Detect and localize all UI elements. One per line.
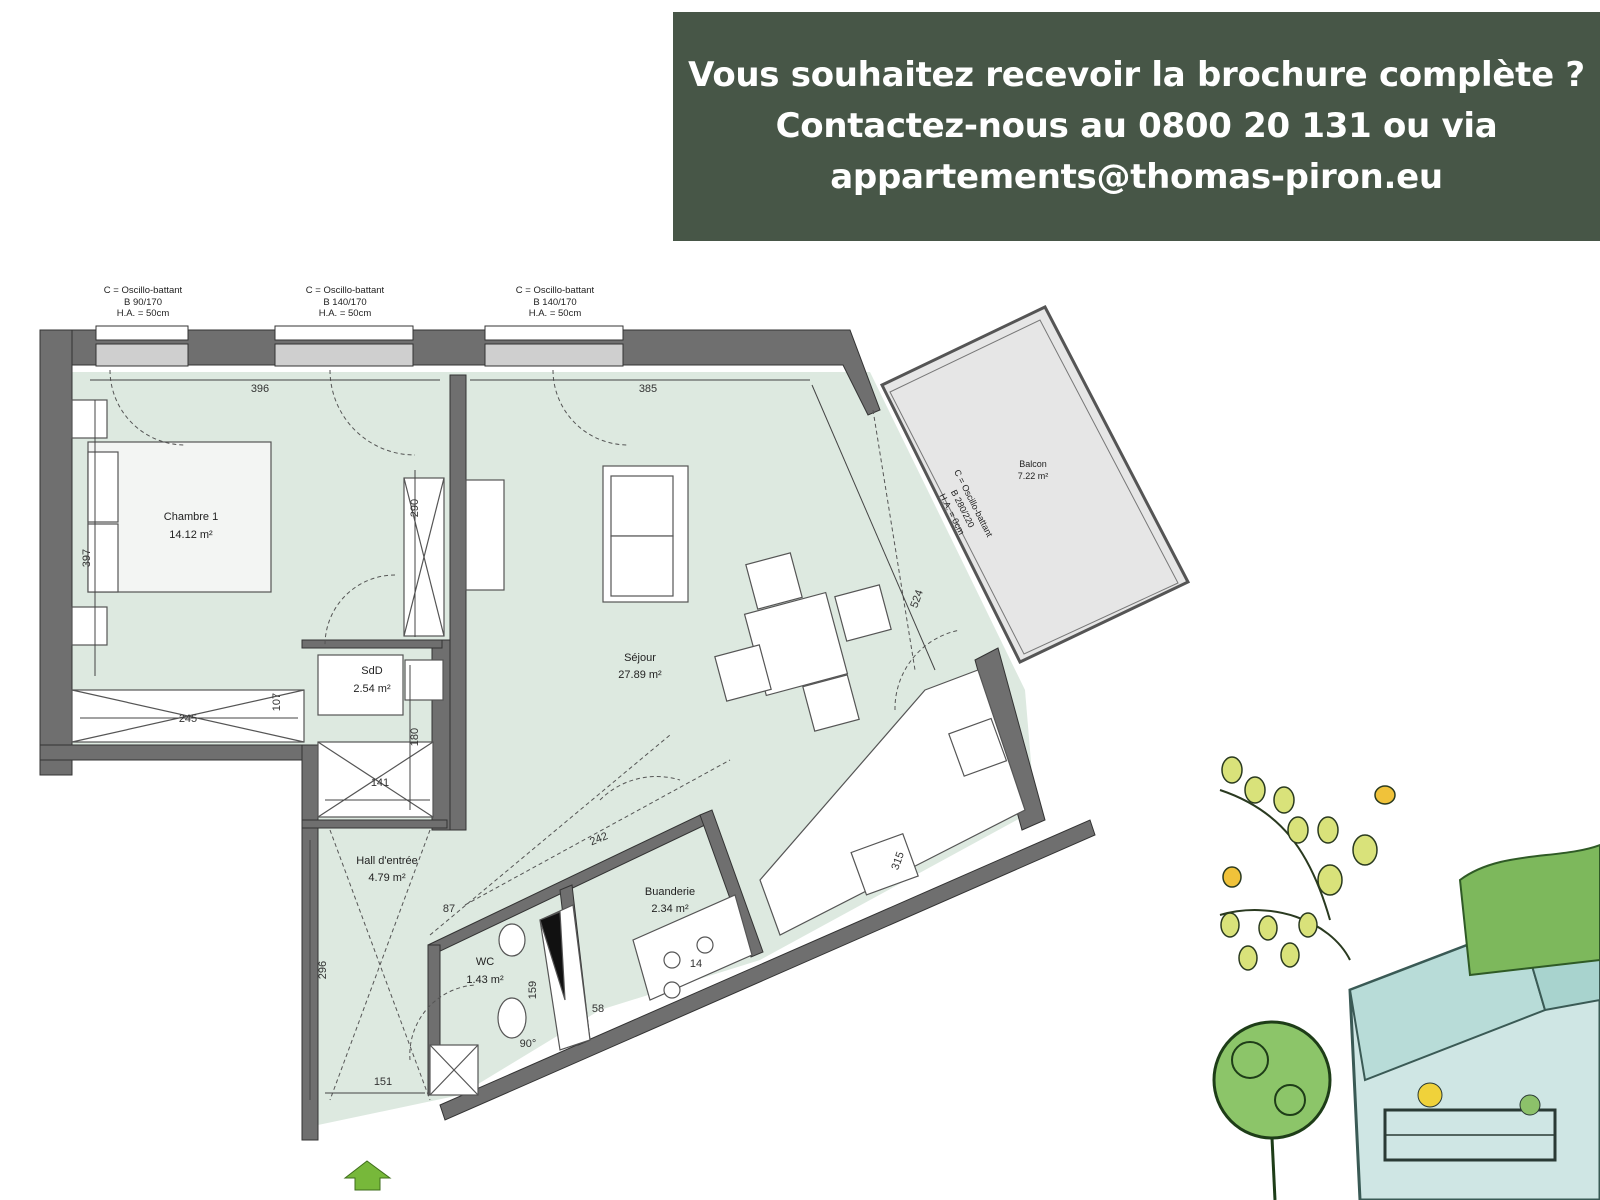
room-labels: Chambre 1 14.12 m² Séjour 27.89 m² Balco… (164, 459, 1048, 986)
dimension-lines (80, 379, 936, 1100)
room-wc-area: 1.43 m² (466, 974, 504, 986)
room-hall-area: 4.79 m² (368, 872, 406, 884)
window-annotations: C = Oscillo-battant B 90/170 H.A. = 50cm… (104, 285, 595, 319)
svg-text:159: 159 (527, 981, 539, 999)
svg-text:397: 397 (81, 549, 93, 567)
svg-text:296: 296 (317, 961, 329, 979)
balcony-rail (889, 319, 1179, 655)
svg-text:C = Oscillo-battant: C = Oscillo-battant (306, 285, 385, 296)
svg-text:385: 385 (639, 383, 657, 395)
room-sejour-name: Séjour (624, 652, 656, 664)
entry-arrow-icon (343, 1160, 392, 1191)
svg-text:87: 87 (443, 903, 455, 915)
room-balcon-name: Balcon (1019, 459, 1047, 469)
banner-line-2: Contactez-nous au 0800 20 131 ou via (775, 106, 1498, 146)
banner-line-3: appartements@thomas-piron.eu (830, 157, 1443, 197)
room-wc-name: WC (476, 956, 494, 968)
room-buanderie-area: 2.34 m² (651, 903, 689, 915)
svg-text:151: 151 (374, 1076, 392, 1088)
room-balcon-area: 7.22 m² (1018, 471, 1049, 481)
illustration-building-plants (1212, 756, 1600, 1200)
room-sejour-area: 27.89 m² (618, 669, 662, 681)
svg-text:B 90/170: B 90/170 (124, 297, 162, 308)
svg-text:245: 245 (179, 713, 197, 725)
svg-text:H.A. = 50cm: H.A. = 50cm (529, 308, 582, 319)
balcony-area (879, 305, 1191, 664)
dimension-labels: 396 385 397 290 245 107 180 141 524 242 … (81, 383, 926, 1088)
furniture (71, 399, 1026, 1096)
svg-text:290: 290 (409, 499, 421, 517)
window-frames (95, 325, 624, 367)
svg-text:58: 58 (592, 1003, 604, 1015)
svg-text:14: 14 (690, 958, 702, 970)
svg-text:396: 396 (251, 383, 269, 395)
svg-text:315: 315 (889, 850, 907, 871)
floor-area (72, 372, 1035, 1125)
room-sdd-name: SdD (361, 665, 382, 677)
svg-text:B 140/170: B 140/170 (323, 297, 366, 308)
svg-text:107: 107 (271, 693, 283, 711)
svg-text:141: 141 (371, 777, 389, 789)
walls (39, 329, 1096, 1141)
svg-text:C = Oscillo-battant: C = Oscillo-battant (104, 285, 183, 296)
svg-text:H.A. = 50cm: H.A. = 50cm (117, 308, 170, 319)
room-chambre-name: Chambre 1 (164, 511, 218, 523)
svg-text:B 140/170: B 140/170 (533, 297, 576, 308)
svg-text:90°: 90° (520, 1038, 537, 1050)
room-hall-name: Hall d'entrée (356, 855, 417, 867)
svg-text:524: 524 (908, 588, 926, 609)
room-sdd-area: 2.54 m² (353, 683, 391, 695)
room-chambre-area: 14.12 m² (169, 529, 213, 541)
room-buanderie-name: Buanderie (645, 886, 695, 898)
svg-text:H.A. = 50cm: H.A. = 50cm (319, 308, 372, 319)
banner-line-1: Vous souhaitez recevoir la brochure comp… (688, 55, 1585, 95)
svg-text:180: 180 (409, 728, 421, 746)
door-swings (109, 369, 961, 1101)
brochure-banner: Vous souhaitez recevoir la brochure comp… (673, 12, 1600, 241)
svg-text:C = Oscillo-battant: C = Oscillo-battant (516, 285, 595, 296)
